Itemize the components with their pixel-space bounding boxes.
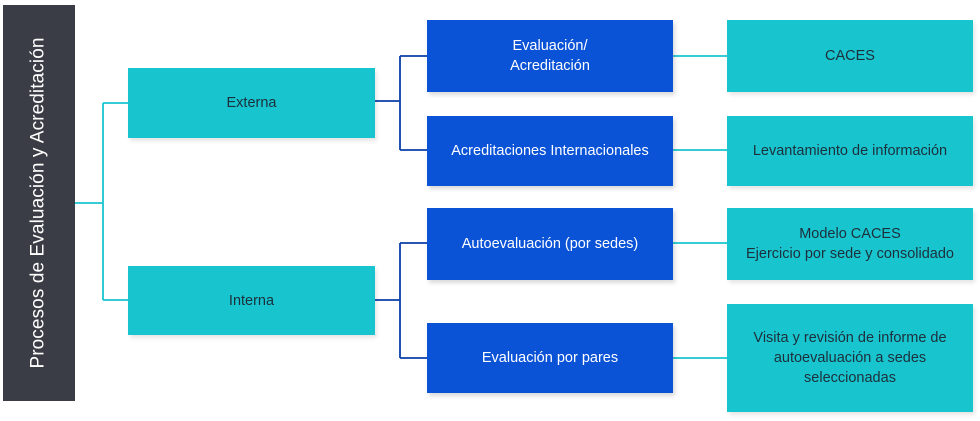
node-modelo-line2: Ejercicio por sede y consolidado <box>746 246 954 262</box>
node-autoevaluacion: Autoevaluación (por sedes) <box>427 208 673 280</box>
node-pares-label: Evaluación por pares <box>481 350 619 366</box>
node-acreditaciones-label: Acreditaciones Internacionales <box>451 143 649 159</box>
root-node: Procesos de Evaluación y Acreditación <box>3 5 75 401</box>
node-interna-label: Interna <box>228 292 275 309</box>
node-levantamiento-label: Levantamiento de información <box>752 143 948 159</box>
root-label: Procesos de Evaluación y Acreditación <box>28 37 50 369</box>
node-externa-label: Externa <box>226 95 277 111</box>
node-caces: CACES <box>727 20 973 92</box>
node-levantamiento: Levantamiento de información <box>727 116 973 186</box>
node-externa: Externa <box>128 68 375 138</box>
node-evaluacion-pares: Evaluación por pares <box>427 323 673 393</box>
node-evaluacion-line2: Acreditación <box>510 58 590 74</box>
node-visita-line3: seleccionadas <box>804 370 896 386</box>
node-modelo-caces: Modelo CACES Ejercicio por sede y consol… <box>727 208 973 280</box>
node-visita-line2: autoevaluación a sedes <box>773 350 927 366</box>
node-autoevaluacion-label: Autoevaluación (por sedes) <box>461 236 639 252</box>
node-interna: Interna <box>128 266 375 335</box>
node-acreditaciones-internacionales: Acreditaciones Internacionales <box>427 116 673 186</box>
node-visita-line1: Visita y revisión de informe de <box>753 330 947 346</box>
node-evaluacion-acreditacion: Evaluación/ Acreditación <box>427 20 673 92</box>
node-visita: Visita y revisión de informe de autoeval… <box>727 304 973 412</box>
node-caces-label: CACES <box>825 48 875 64</box>
node-evaluacion-line1: Evaluación/ <box>512 38 588 54</box>
node-modelo-line1: Modelo CACES <box>799 226 901 242</box>
